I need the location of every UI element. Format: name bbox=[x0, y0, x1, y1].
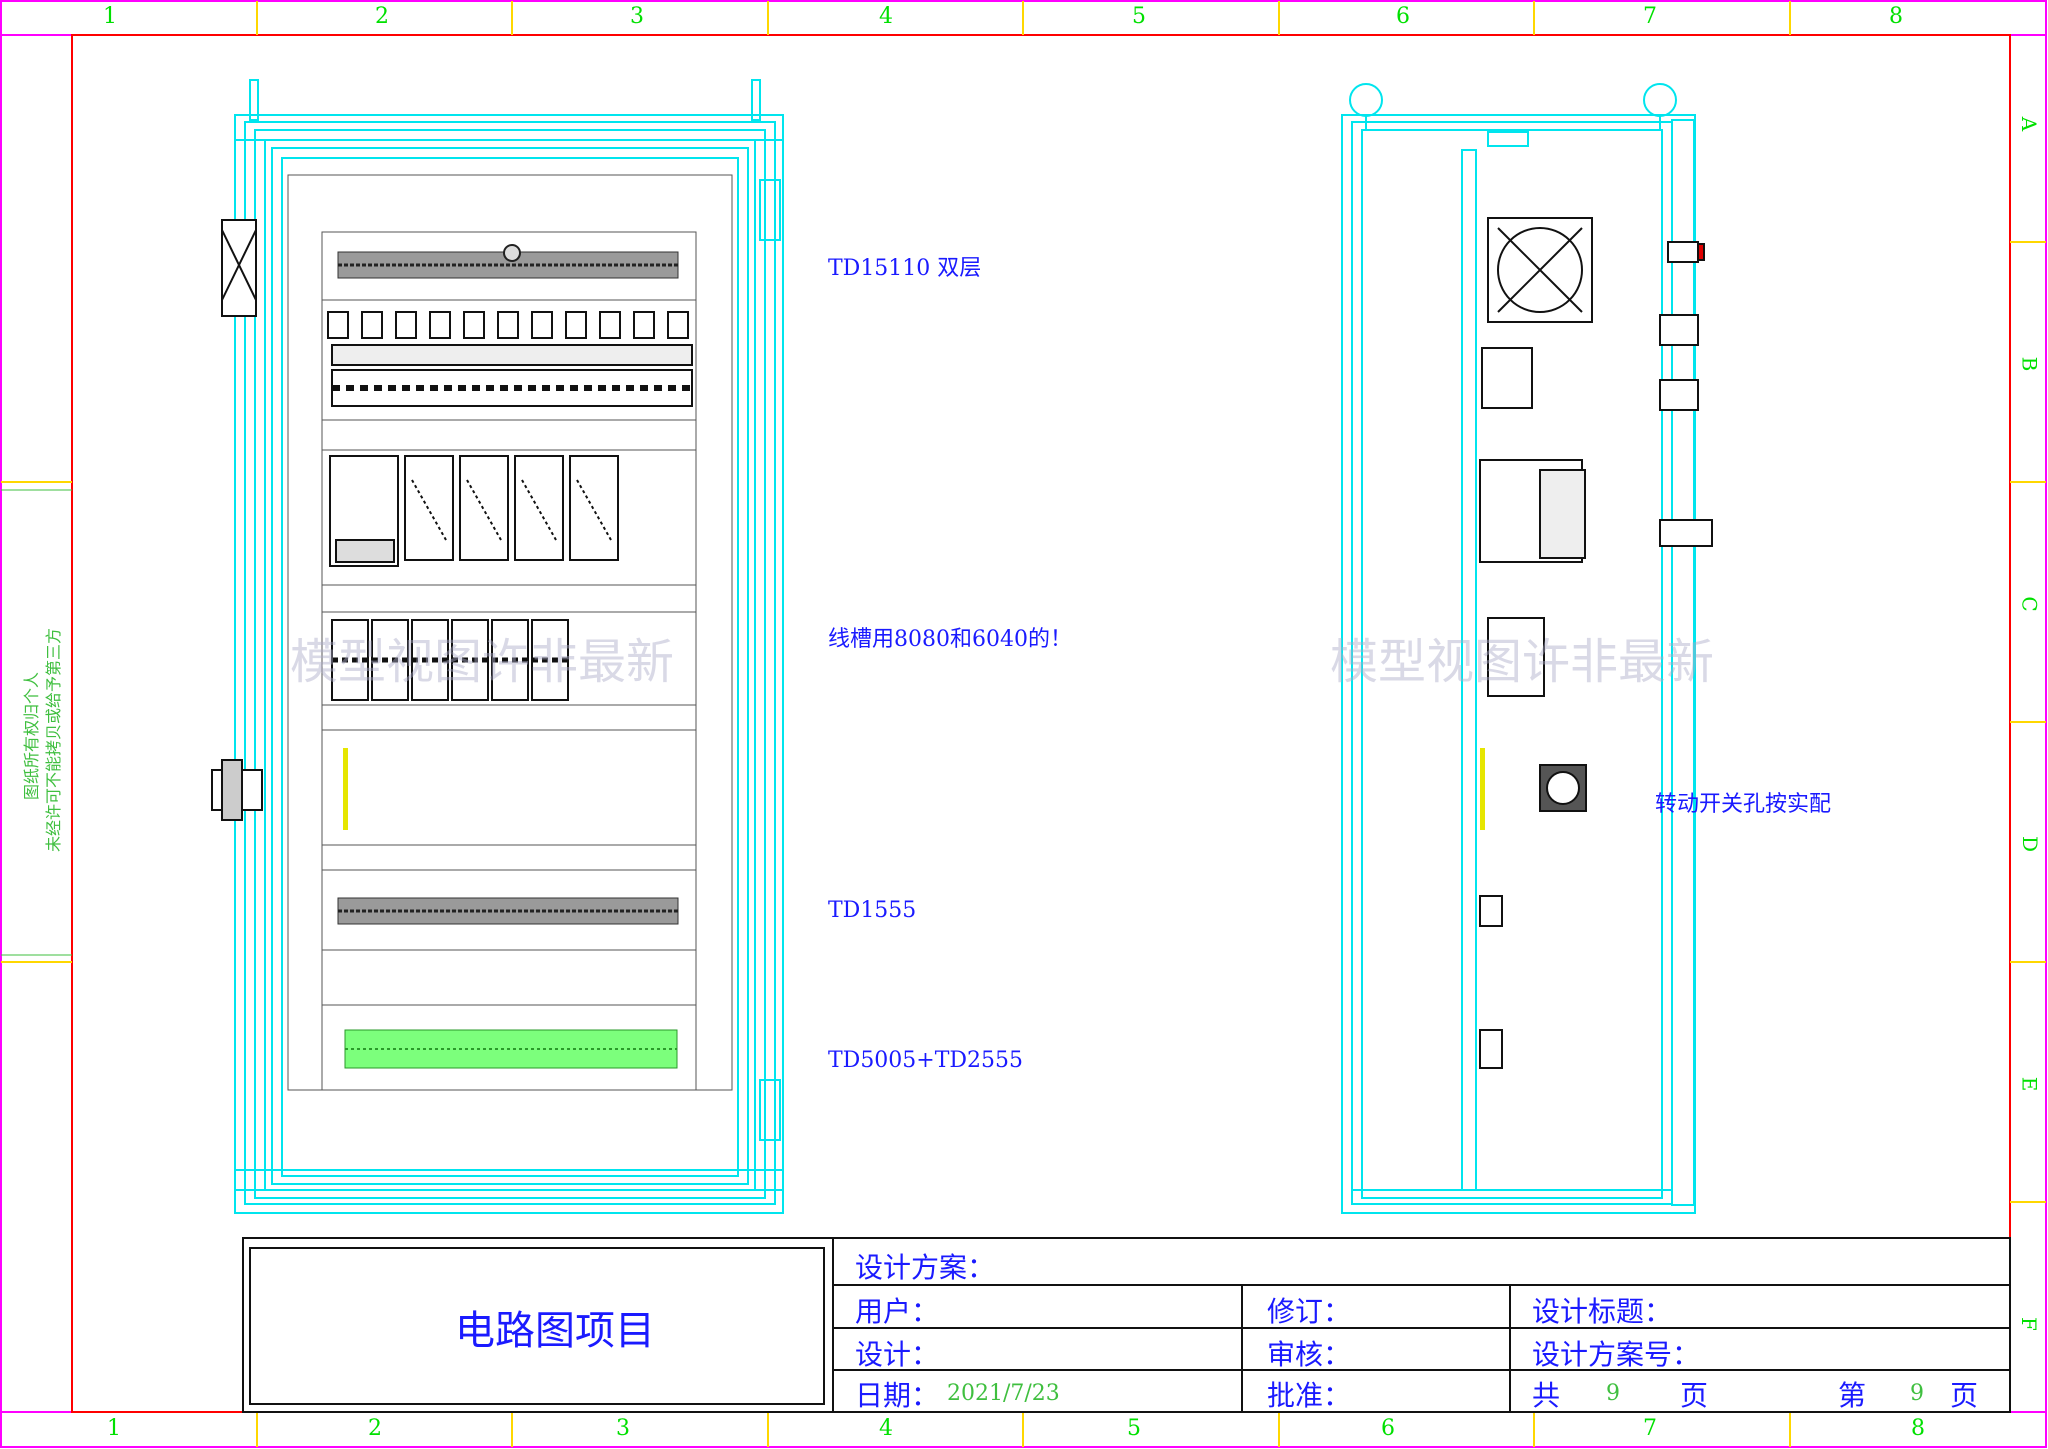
sheet-page-unit: 页 bbox=[1950, 1379, 1979, 1412]
note-td15110: TD15110 双层 bbox=[828, 256, 982, 281]
date-value: 2021/7/23 bbox=[947, 1381, 1060, 1406]
zone-letter-d: D bbox=[2018, 835, 2043, 853]
zone-number-bottom-2: 2 bbox=[368, 1416, 382, 1441]
designer-label: 设计： bbox=[855, 1338, 940, 1371]
zone-letter-a: A bbox=[2017, 116, 2042, 132]
zone-number-bottom-4: 4 bbox=[879, 1416, 893, 1441]
user-label: 用户： bbox=[855, 1295, 940, 1328]
side-note-line-2: 未经许可不能拷贝或给予第三方 bbox=[44, 627, 63, 852]
side-cabinet bbox=[1341, 114, 1696, 1214]
zone-letter-e: E bbox=[2017, 1076, 2042, 1092]
zone-number-top-4: 4 bbox=[879, 4, 893, 29]
date-label: 日期： bbox=[855, 1379, 940, 1412]
project-name: 电路图项目 bbox=[455, 1308, 655, 1354]
note-wire-duct: 线槽用8080和6040的！ bbox=[828, 627, 1072, 652]
design-title-label: 设计标题： bbox=[1532, 1295, 1673, 1328]
terminal-strip-top bbox=[337, 244, 679, 279]
note-td1555: TD1555 bbox=[828, 898, 917, 923]
scheme-number-label: 设计方案号： bbox=[1532, 1338, 1701, 1371]
zone-letter-b: B bbox=[2017, 356, 2042, 372]
approval-label: 批准： bbox=[1267, 1379, 1352, 1412]
zone-number-bottom-6: 6 bbox=[1381, 1416, 1395, 1441]
zone-letter-c: C bbox=[2017, 596, 2042, 612]
watermark-left: 模型视图许非最新 bbox=[290, 634, 675, 690]
design-scheme-label: 设计方案： bbox=[855, 1251, 996, 1284]
front-backplate bbox=[287, 174, 733, 1091]
door-operators bbox=[1659, 241, 1713, 547]
watermark-right: 模型视图许非最新 bbox=[1330, 634, 1715, 690]
terminal-strip-mid bbox=[337, 897, 679, 925]
zone-number-top-8: 8 bbox=[1889, 4, 1903, 29]
zone-number-bottom-8: 8 bbox=[1911, 1416, 1925, 1441]
zone-number-top-1: 1 bbox=[103, 4, 117, 29]
zone-letter-f: F bbox=[2016, 1317, 2041, 1331]
zone-number-top-3: 3 bbox=[630, 4, 644, 29]
yellow-wire-strip bbox=[343, 748, 348, 830]
zone-number-bottom-7: 7 bbox=[1643, 1416, 1657, 1441]
front-handle bbox=[211, 219, 263, 821]
zone-number-top-5: 5 bbox=[1132, 4, 1146, 29]
sheet-label: 第 bbox=[1838, 1379, 1867, 1412]
zone-number-bottom-5: 5 bbox=[1127, 1416, 1141, 1441]
inner-border bbox=[71, 34, 2011, 1413]
total-label: 共 bbox=[1532, 1379, 1561, 1412]
side-yellow-wire bbox=[1480, 748, 1485, 830]
side-components bbox=[1479, 217, 1593, 1069]
total-page-unit: 页 bbox=[1680, 1379, 1709, 1412]
zone-number-top-2: 2 bbox=[375, 4, 389, 29]
zone-number-top-6: 6 bbox=[1396, 4, 1410, 29]
front-cabinet bbox=[234, 79, 784, 1214]
note-rotary-switch: 转动开关孔按实配 bbox=[1655, 792, 1832, 817]
breaker-row bbox=[327, 311, 693, 407]
zone-number-top-7: 7 bbox=[1643, 4, 1657, 29]
total-value: 9 bbox=[1606, 1381, 1620, 1406]
sheet-value: 9 bbox=[1910, 1381, 1924, 1406]
side-note-line-1: 图纸所有权归个人 bbox=[22, 671, 41, 800]
note-td5005: TD5005+TD2555 bbox=[828, 1048, 1024, 1073]
side-eyebolts bbox=[1349, 83, 1677, 130]
drive-modules bbox=[329, 455, 619, 567]
zone-number-bottom-3: 3 bbox=[616, 1416, 630, 1441]
review-label: 审核： bbox=[1267, 1338, 1352, 1371]
title-block-grid bbox=[242, 1237, 2011, 1413]
zone-number-bottom-1: 1 bbox=[107, 1416, 121, 1441]
revision-label: 修订： bbox=[1267, 1295, 1352, 1328]
relay-row bbox=[331, 619, 569, 701]
terminal-strip-green bbox=[344, 1029, 678, 1069]
